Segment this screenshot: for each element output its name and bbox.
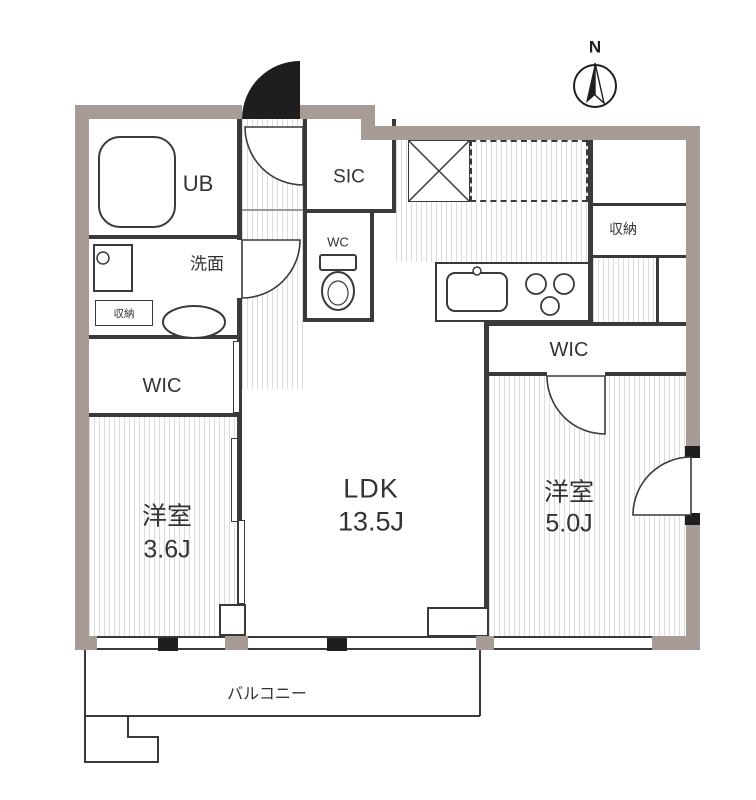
ldk-size: 13.5J xyxy=(337,506,405,537)
washroom-label: 洗面 xyxy=(190,254,224,274)
partition-storage-bottom xyxy=(588,255,686,258)
vanity-sink-icon xyxy=(162,305,226,339)
partition-ub-washroom xyxy=(89,235,237,239)
sic-label: SIC xyxy=(333,166,365,188)
partition-wic-bedroom xyxy=(89,413,237,417)
washing-machine-icon xyxy=(93,244,133,292)
partition-kitchen-right xyxy=(588,140,593,322)
window-mullion-center xyxy=(327,638,347,651)
wic-left-door xyxy=(233,341,240,413)
partition-wic2-bottom-left xyxy=(484,372,547,376)
refrigerator-space xyxy=(470,140,588,202)
outer-wall-top-left xyxy=(75,105,242,119)
wc-label: WC xyxy=(327,234,349,250)
entrance-door-swing-icon xyxy=(242,61,300,119)
partition-hallway-right xyxy=(303,119,307,322)
bedroom-right-size: 5.0J xyxy=(545,509,593,538)
north-compass-icon xyxy=(573,62,617,108)
washroom-door-arc xyxy=(241,239,301,299)
bedroom-right-name: 洋室 xyxy=(543,478,595,507)
partition-wic2-bottom-right xyxy=(605,372,686,376)
north-label: N xyxy=(588,37,602,57)
window-ldk xyxy=(248,636,476,650)
outer-wall-top-mid xyxy=(300,105,375,119)
partition-ldk-bedroom-right xyxy=(484,322,489,636)
window-mullion-left xyxy=(158,638,178,651)
washroom-storage-box xyxy=(95,300,153,326)
balcony-outline xyxy=(84,650,481,763)
bedroom-left-size: 3.6J xyxy=(143,535,191,564)
interior-door-swing-icon xyxy=(241,126,606,435)
outer-wall-left xyxy=(75,105,89,650)
hall-door-arc xyxy=(244,126,304,186)
storage-right-label: 収納 xyxy=(609,221,637,237)
hatched-cross-box-x xyxy=(408,140,470,202)
bedroom-right-door-arc xyxy=(546,375,606,435)
right-wall-door xyxy=(632,446,700,525)
bedroom-left-name: 洋室 xyxy=(141,502,193,531)
washroom-storage-label: 収納 xyxy=(113,307,135,320)
balcony-label: バルコニー xyxy=(227,686,307,703)
partition-left-column-upper xyxy=(237,119,242,240)
window-bedroom-right xyxy=(494,636,652,650)
washer-knob xyxy=(96,251,110,265)
partition-storage-top xyxy=(588,203,686,206)
partition-sic-right xyxy=(392,119,396,213)
outer-wall-top-right xyxy=(361,126,700,140)
bedroom-left-floor xyxy=(89,417,235,636)
partition-wc-right xyxy=(370,209,374,322)
partition-left-column-lower xyxy=(237,298,242,636)
wic-left-label: WIC xyxy=(142,375,182,397)
partition-wic2-top xyxy=(484,322,686,326)
partition-washroom-wic xyxy=(89,335,237,339)
sliding-door-panel-1 xyxy=(231,438,238,522)
entry-step-line xyxy=(242,209,303,211)
pipe-space-floor xyxy=(593,258,656,322)
partition-wc-bottom xyxy=(303,318,374,322)
toilet-icon xyxy=(319,254,357,311)
sliding-door-panel-2 xyxy=(238,520,245,604)
pillar-box-left xyxy=(219,604,246,636)
partition-sic-bottom xyxy=(303,209,396,213)
gas-stove-icon xyxy=(525,273,575,316)
wic-right-label: WIC xyxy=(549,339,589,361)
kitchen-sink-icon xyxy=(446,266,508,312)
partition-pipe-space-right xyxy=(656,258,659,322)
balcony-step-outline xyxy=(84,716,159,763)
ub-label: UB xyxy=(182,171,214,196)
ldk-name: LDK xyxy=(343,473,399,504)
bathtub-icon xyxy=(98,136,176,228)
